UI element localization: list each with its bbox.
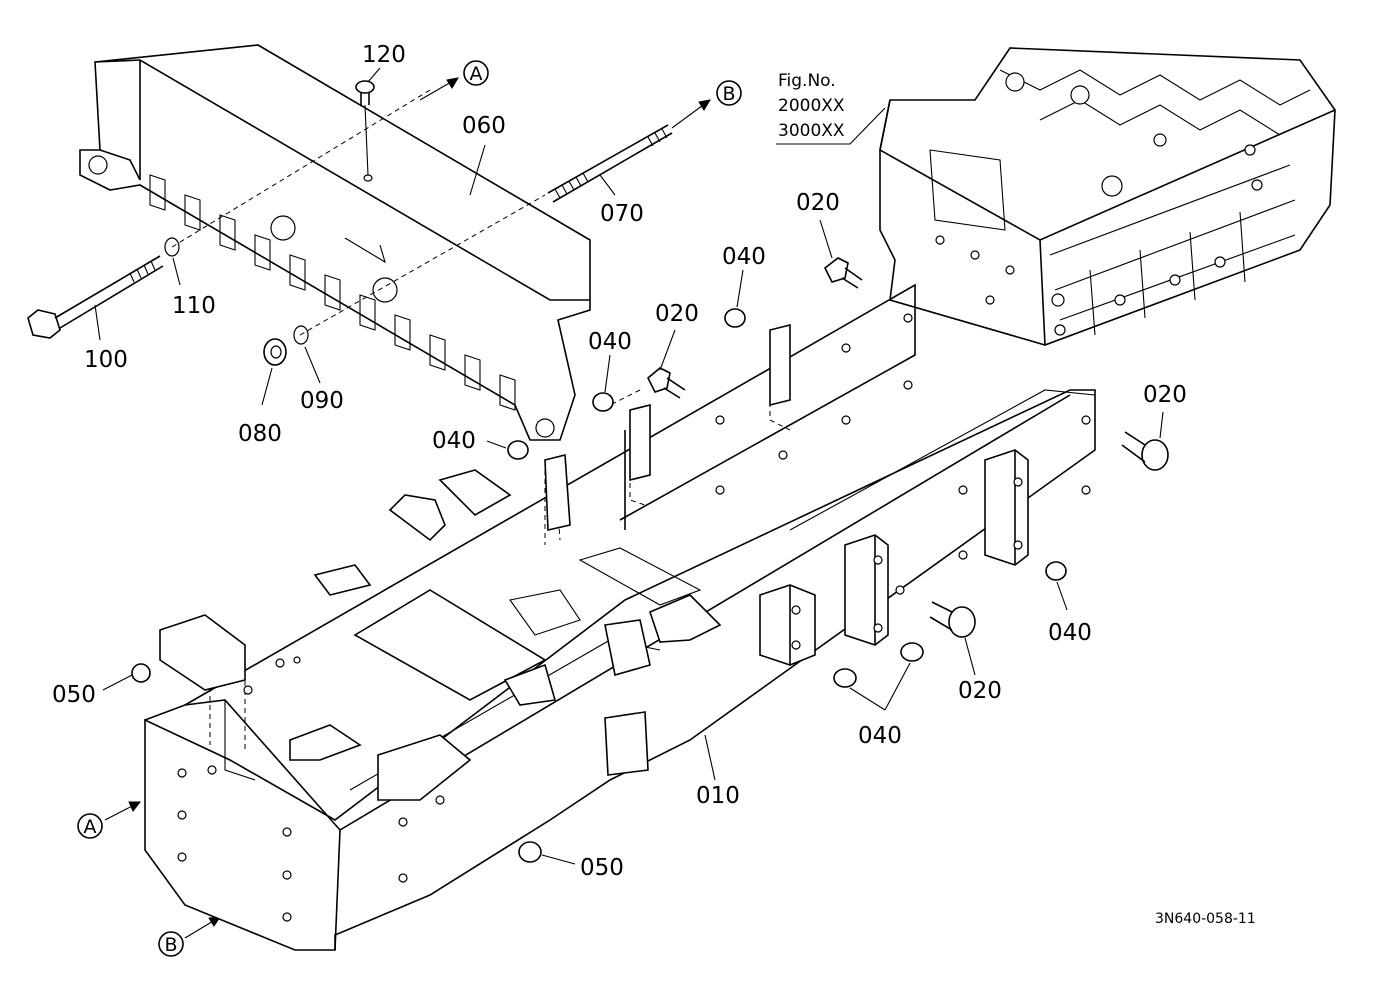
part-labels: 120 060 070 110 100 080 090 020 040 020 … xyxy=(52,42,1187,881)
bracket-060-illustration xyxy=(79,44,591,441)
pin-120-illustration xyxy=(355,80,375,182)
label-part-040-right: 040 xyxy=(1048,620,1092,646)
stud-070-illustration xyxy=(547,124,673,203)
nut-080-illustration xyxy=(263,338,287,366)
spacer-blocks-illustration xyxy=(544,323,1029,666)
leader-lines xyxy=(94,67,1164,865)
bolts-020-illustration xyxy=(647,257,1169,638)
label-part-040-mid: 040 xyxy=(588,329,632,355)
label-part-070: 070 xyxy=(600,201,644,227)
label-part-040-left: 040 xyxy=(432,428,476,454)
label-part-020-right: 020 xyxy=(1143,382,1187,408)
drawing-code: 3N640-058-11 xyxy=(1155,911,1256,927)
callout-b-top-circle xyxy=(716,80,742,106)
callout-a-top: A xyxy=(470,63,483,85)
bolt-100-illustration xyxy=(27,255,164,339)
callout-b-bottom-circle xyxy=(158,931,184,957)
callout-a-bottom-circle xyxy=(77,813,103,839)
callout-a-bottom: A xyxy=(84,816,97,838)
fig-no-label: Fig.No. xyxy=(778,71,836,91)
label-part-010: 010 xyxy=(696,783,740,809)
callout-b-top: B xyxy=(722,83,735,105)
label-part-020-mid: 020 xyxy=(655,301,699,327)
engine-block-illustration xyxy=(879,47,1336,346)
figure-reference: Fig.No. 2000XX 3000XX xyxy=(776,71,886,145)
section-arrows xyxy=(104,77,711,939)
label-part-050-bottom: 050 xyxy=(580,855,624,881)
label-part-120: 120 xyxy=(362,42,406,68)
callout-a-top-circle xyxy=(463,60,489,86)
collars-040-illustration xyxy=(507,308,1067,688)
section-callouts: A B A B xyxy=(77,60,742,957)
fig-number-2: 3000XX xyxy=(778,121,845,141)
label-part-090: 090 xyxy=(300,388,344,414)
label-part-020-bottom: 020 xyxy=(958,678,1002,704)
bolts-050-illustration xyxy=(131,663,542,863)
callout-b-bottom: B xyxy=(164,934,177,956)
label-part-040-top: 040 xyxy=(722,244,766,270)
label-part-100: 100 xyxy=(84,347,128,373)
label-part-020-top: 020 xyxy=(796,190,840,216)
label-part-110: 110 xyxy=(172,293,216,319)
label-part-050-left: 050 xyxy=(52,682,96,708)
label-part-080: 080 xyxy=(238,421,282,447)
label-part-040-bottom: 040 xyxy=(858,723,902,749)
label-part-060: 060 xyxy=(462,113,506,139)
fig-number-1: 2000XX xyxy=(778,96,845,116)
